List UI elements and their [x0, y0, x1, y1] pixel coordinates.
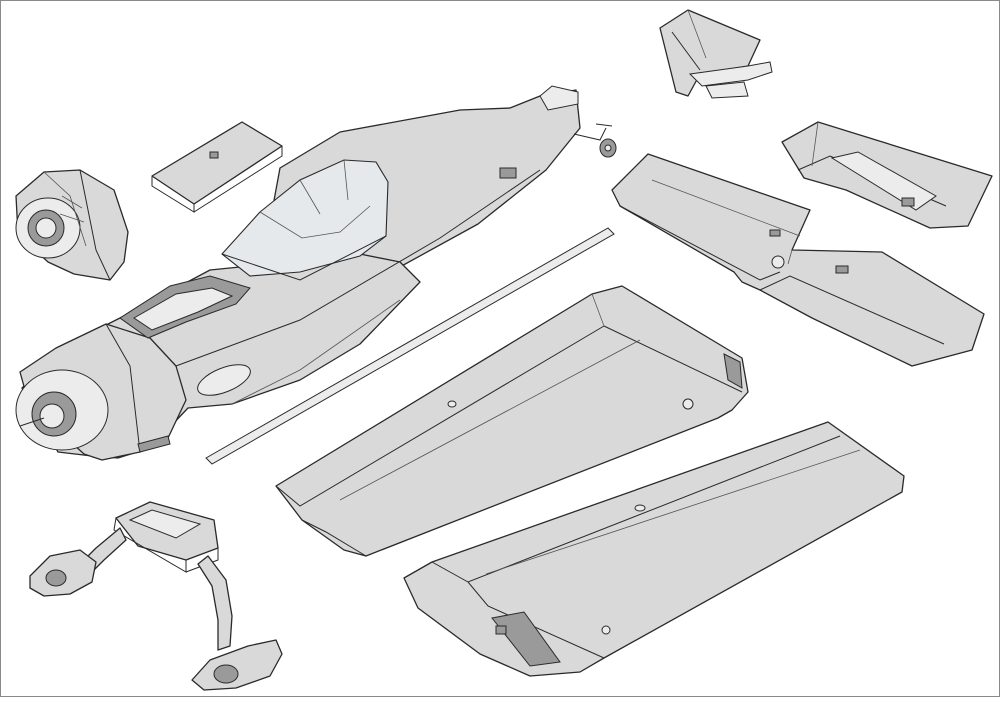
right-wing-panel: [275, 285, 749, 557]
horizontal-stabilizer: [611, 153, 985, 367]
fuselage: [15, 85, 581, 461]
left-wing-panel: [403, 421, 905, 677]
main-landing-gear: [29, 501, 283, 691]
vertical-stabilizer: [659, 9, 773, 99]
battery-hatch: [151, 121, 283, 213]
elevator-half-top: [781, 121, 993, 229]
wing-tube: [205, 227, 615, 465]
cowl: [15, 169, 129, 281]
tail-wheel: [573, 123, 617, 158]
